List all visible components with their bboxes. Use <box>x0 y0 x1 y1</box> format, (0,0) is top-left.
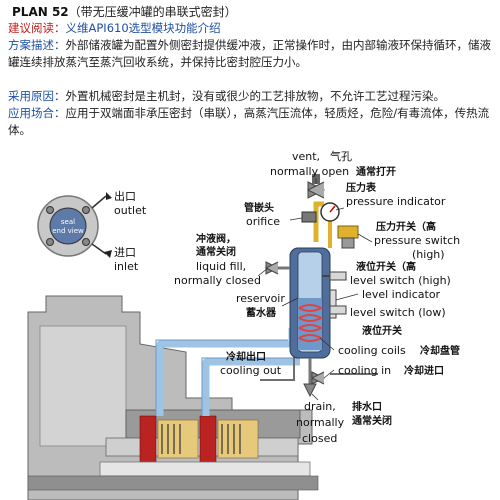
liquid-fill-cn-label-1: 冲液阀， <box>196 232 236 245</box>
liquid-fill-valve <box>264 261 290 275</box>
drain-en-label-1: drain, <box>304 400 336 413</box>
coils-en-label: cooling coils <box>338 344 406 357</box>
ps-high-label: (high) <box>412 248 445 261</box>
plan52-diagram: seal end view 出口 outlet 进口 inlet vent, 气… <box>27 149 460 500</box>
vent-piping <box>313 201 324 242</box>
outlet-cn-label: 出口 <box>114 189 136 203</box>
vent-en-label: vent, <box>292 150 320 163</box>
cooling-out-cn-label: 冷却出口 <box>226 350 266 363</box>
suggest-label: 建议阅读： <box>8 21 66 35</box>
lsl-cn-label: 液位开关 <box>362 324 402 337</box>
inlet-cn-label: 进口 <box>114 246 136 259</box>
outlet-en-label: outlet <box>114 204 147 217</box>
section-label: 应用场合： <box>8 106 66 120</box>
suggest-row: 建议阅读：义维API610选型模块功能介绍 <box>8 20 221 36</box>
section-application: 应用场合：应用于双端面非承压密封（串联），高蒸汽压流体，轻质烃，危险/有毒流体，… <box>8 105 494 139</box>
drain-cn-label-2: 通常关闭 <box>352 414 392 427</box>
orifice <box>301 211 317 223</box>
vent-cn-label: 气孔 <box>330 149 352 163</box>
seal-end-view-label-2: end view <box>52 227 84 235</box>
pressure-switch-icon <box>337 225 359 249</box>
pressure-gauge-icon <box>320 202 340 248</box>
reservoir-en-label: reservoir <box>236 292 285 305</box>
coils-cn-label: 冷却盘管 <box>420 344 460 357</box>
lsh-en-label: level switch (high) <box>350 274 451 287</box>
drain-en-label-3: closed <box>302 432 337 445</box>
lsl-en-label: level switch (low) <box>350 306 446 319</box>
buffer-piping-outline <box>155 339 300 416</box>
section-text: 应用于双端面非承压密封（串联），高蒸汽压流体，轻质烃，危险/有毒流体，传热流体。 <box>8 106 490 137</box>
drain-cn-label: 排水口 <box>352 400 382 413</box>
inlet-en-label: inlet <box>114 260 139 273</box>
cooling-out-en-label: cooling out <box>220 364 282 377</box>
seal-end-view: seal end view <box>37 192 112 258</box>
vent-open-cn-label: 通常打开 <box>356 165 396 178</box>
drain-valve <box>303 358 317 398</box>
lsh-cn-label: 液位开关（高 <box>356 260 416 273</box>
ps-cn-label: 压力开关（高 <box>376 220 436 233</box>
section-text: 外置机械密封是主机封，没有或很少的工艺排放物，不允许工艺过程污染。 <box>65 89 446 103</box>
suggest-link[interactable]: 义维API610选型模块功能介绍 <box>65 21 221 35</box>
plan-subtitle: （带无压缓冲罐的串联式密封） <box>68 5 237 19</box>
liquid-fill-cn-label-2: 通常关闭 <box>196 245 236 258</box>
level-indicator-icon <box>329 289 337 319</box>
cooling-in-valve <box>310 371 326 385</box>
section-text: 外部储液罐为配置外侧密封提供缓冲液，正常操作时，由内部输液环保持循环，储液罐连续… <box>8 38 491 69</box>
leader-lines <box>257 178 373 401</box>
pi-en-label: pressure indicator <box>346 195 446 208</box>
reservoir-cn-label: 蓄水器 <box>246 306 277 319</box>
drain-en-label-2: normally <box>296 416 345 429</box>
pump-casing <box>27 295 319 500</box>
section-label: 采用原因： <box>8 89 66 103</box>
section-reason: 采用原因：外置机械密封是主机封，没有或很少的工艺排放物，不允许工艺过程污染。 <box>8 88 494 105</box>
level-switch-low-icon <box>329 305 347 315</box>
ps-en-label: pressure switch <box>374 234 460 247</box>
cooling-coils <box>298 304 324 342</box>
seal-end-view-label-1: seal <box>61 218 75 226</box>
orifice-cn-label: 管嵌头 <box>244 201 274 214</box>
section-label: 方案描述： <box>8 38 66 52</box>
section-description: 方案描述：外部储液罐为配置外侧密封提供缓冲液，正常操作时，由内部输液环保持循环，… <box>8 37 494 71</box>
orifice-en-label: orifice <box>246 215 280 228</box>
liquid-fill-en-label-2: normally closed <box>174 274 261 287</box>
li-en-label: level indicator <box>362 288 441 301</box>
reservoir-vessel <box>289 247 331 359</box>
pi-cn-label: 压力表 <box>346 181 377 194</box>
cooling-in-en-label: cooling in <box>338 364 391 377</box>
liquid-fill-en-label-1: liquid fill, <box>196 260 246 273</box>
cooling-in-cn-label: 冷却进口 <box>404 364 444 377</box>
plan-title: PLAN 52（带无压缓冲罐的串联式密封） <box>12 4 237 20</box>
vent-open-en-label: normally open <box>270 165 349 178</box>
plan-name: PLAN 52 <box>12 5 69 19</box>
